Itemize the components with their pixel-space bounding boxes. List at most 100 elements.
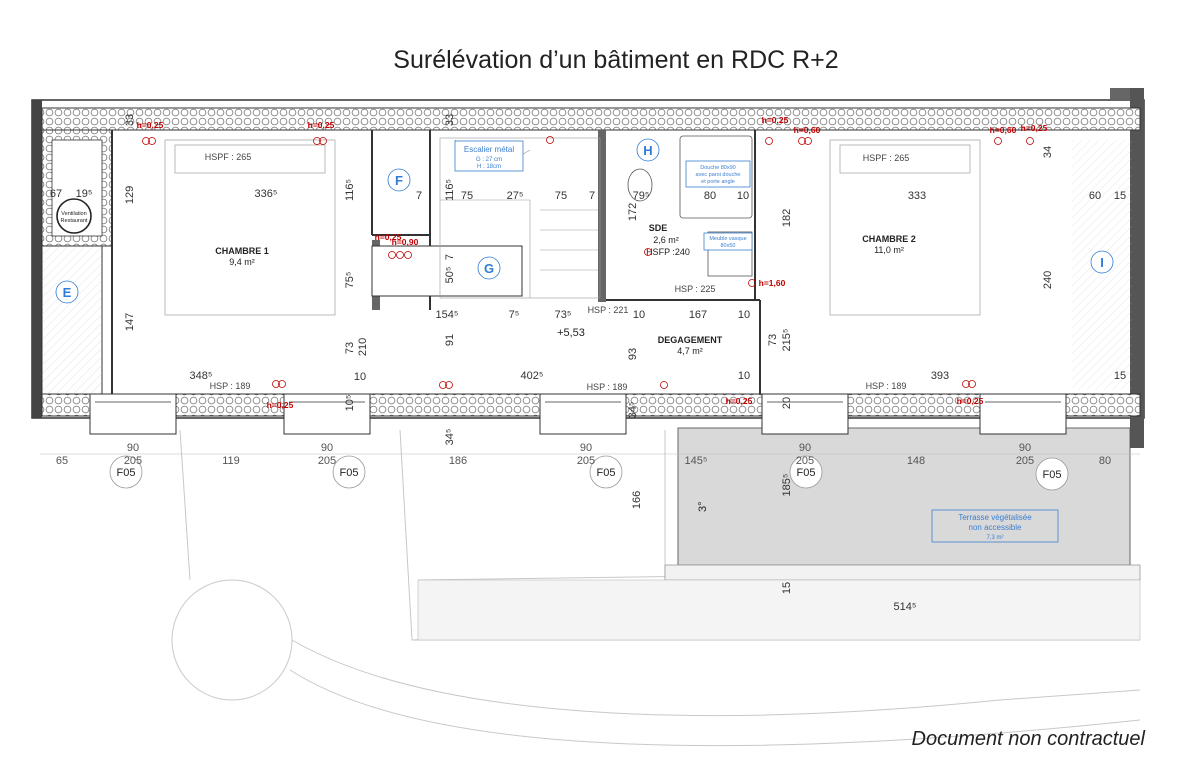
svg-text:148: 148 bbox=[907, 455, 925, 467]
svg-text:80: 80 bbox=[1099, 455, 1111, 467]
svg-text:7,3 m²: 7,3 m² bbox=[986, 535, 1003, 541]
hsp-189-right: HSP : 189 bbox=[866, 381, 907, 391]
svg-text:240: 240 bbox=[1042, 271, 1054, 289]
svg-text:20: 20 bbox=[781, 397, 793, 409]
svg-text:34⁵: 34⁵ bbox=[444, 429, 456, 446]
hsp-189-middle: HSP : 189 bbox=[587, 382, 628, 392]
level-mark: +5,53 bbox=[557, 327, 585, 339]
svg-text:34: 34 bbox=[1042, 146, 1054, 158]
svg-text:167: 167 bbox=[689, 309, 707, 321]
hsp-189-left: HSP : 189 bbox=[210, 381, 251, 391]
svg-text:10: 10 bbox=[737, 190, 749, 202]
window-tag-4: F05 bbox=[797, 467, 816, 479]
svg-text:7⁵: 7⁵ bbox=[509, 309, 520, 321]
slope-mark: 3° bbox=[697, 501, 709, 512]
hspf-chambre-1: HSPF : 265 bbox=[205, 152, 252, 162]
svg-text:h=0,25: h=0,25 bbox=[762, 115, 789, 125]
svg-text:80x50: 80x50 bbox=[721, 243, 736, 249]
svg-text:393: 393 bbox=[931, 370, 949, 382]
svg-text:75: 75 bbox=[461, 190, 473, 202]
terrace-area bbox=[677, 427, 1131, 566]
svg-text:h=0,25: h=0,25 bbox=[726, 396, 753, 406]
vertical-dimensions: 33 33 129 116⁵ 116⁵ 172 182 34 75⁵ 50⁵ 7… bbox=[124, 114, 1054, 594]
window-tag-3: F05 bbox=[597, 467, 616, 479]
marker-f bbox=[387, 168, 411, 192]
svg-text:7: 7 bbox=[444, 254, 456, 260]
svg-text:402⁵: 402⁵ bbox=[521, 370, 544, 382]
svg-text:210: 210 bbox=[357, 338, 369, 356]
svg-text:Meuble vasque: Meuble vasque bbox=[709, 236, 746, 242]
svg-text:50⁵: 50⁵ bbox=[444, 267, 456, 284]
room-degagement-area: 4,7 m² bbox=[677, 346, 703, 356]
svg-text:I: I bbox=[1100, 255, 1104, 270]
svg-text:90: 90 bbox=[580, 442, 592, 454]
svg-text:205: 205 bbox=[124, 455, 142, 467]
svg-text:27⁵: 27⁵ bbox=[507, 190, 524, 202]
bottom-dimensions: 90 90 90 90 90 65 205 119 205 186 205 14… bbox=[56, 442, 1111, 467]
room-sde-area: 2,6 m² bbox=[653, 235, 679, 245]
svg-text:93: 93 bbox=[627, 348, 639, 360]
window-tag-1: F05 bbox=[117, 467, 136, 479]
svg-text:205: 205 bbox=[1016, 455, 1034, 467]
svg-text:E: E bbox=[63, 285, 72, 300]
svg-text:65: 65 bbox=[56, 455, 68, 467]
svg-text:116⁵: 116⁵ bbox=[444, 179, 456, 201]
svg-text:348⁵: 348⁵ bbox=[190, 370, 213, 382]
building-outline bbox=[31, 99, 1145, 419]
svg-text:79⁵: 79⁵ bbox=[633, 190, 650, 202]
svg-text:514⁵: 514⁵ bbox=[894, 601, 917, 613]
markers: E F G H I bbox=[55, 138, 1114, 304]
svg-text:186: 186 bbox=[449, 455, 467, 467]
hsp-225: HSP : 225 bbox=[675, 284, 716, 294]
svg-text:h=0,90: h=0,90 bbox=[392, 237, 419, 247]
svg-text:h=0,25: h=0,25 bbox=[375, 232, 402, 242]
svg-text:Ventilation: Ventilation bbox=[61, 211, 86, 217]
hsp-221: HSP : 221 bbox=[588, 305, 629, 315]
svg-text:h=0,60: h=0,60 bbox=[794, 125, 821, 135]
marker-i bbox=[1090, 250, 1114, 274]
svg-text:33: 33 bbox=[124, 114, 136, 126]
svg-text:90: 90 bbox=[321, 442, 333, 454]
svg-text:75: 75 bbox=[555, 190, 567, 202]
svg-text:145⁵: 145⁵ bbox=[685, 455, 708, 467]
top-wall bbox=[41, 107, 1141, 131]
svg-text:73: 73 bbox=[344, 342, 356, 354]
svg-text:non accessible: non accessible bbox=[969, 523, 1022, 532]
svg-text:336⁵: 336⁵ bbox=[255, 188, 278, 200]
marker-g bbox=[477, 256, 501, 280]
svg-text:205: 205 bbox=[796, 455, 814, 467]
svg-text:H : 18cm: H : 18cm bbox=[477, 164, 501, 170]
svg-text:34⁵: 34⁵ bbox=[627, 402, 639, 419]
stair bbox=[439, 137, 601, 299]
room-sde-hsfp: HSFP :240 bbox=[646, 247, 690, 257]
ventilation-label: Ventilation Restaurant bbox=[56, 198, 92, 234]
svg-text:7: 7 bbox=[589, 190, 595, 202]
room-chambre-2-name: CHAMBRE 2 bbox=[862, 234, 916, 244]
hspf-chambre-2: HSPF : 265 bbox=[863, 153, 910, 163]
svg-text:90: 90 bbox=[127, 442, 139, 454]
room-degagement-name: DEGAGEMENT bbox=[658, 335, 723, 345]
svg-text:h=0,25: h=0,25 bbox=[957, 396, 984, 406]
svg-text:33: 33 bbox=[444, 114, 456, 126]
svg-text:h=0,25: h=0,25 bbox=[1021, 123, 1048, 133]
marker-e bbox=[55, 280, 79, 304]
svg-text:333: 333 bbox=[908, 190, 926, 202]
note-terrasse: Terrasse végétalisée non accessible 7,3 … bbox=[931, 509, 1059, 543]
svg-text:Terrasse végétalisée: Terrasse végétalisée bbox=[958, 513, 1032, 522]
interior-dimensions: 67 19⁵ 336⁵ 7 75 27⁵ 75 7 79⁵ 80 10 333 … bbox=[50, 188, 1126, 613]
svg-text:h=0,25: h=0,25 bbox=[308, 120, 335, 130]
note-douche: Douche 80x90 avec paroi douche et porte … bbox=[685, 160, 751, 188]
svg-text:avec paroi douche: avec paroi douche bbox=[696, 172, 741, 178]
svg-text:73⁵: 73⁵ bbox=[555, 309, 572, 321]
svg-text:Douche 80x90: Douche 80x90 bbox=[700, 165, 735, 171]
svg-text:205: 205 bbox=[577, 455, 595, 467]
svg-text:73: 73 bbox=[767, 334, 779, 346]
svg-text:91: 91 bbox=[444, 334, 456, 346]
svg-text:10: 10 bbox=[738, 309, 750, 321]
svg-text:154⁵: 154⁵ bbox=[436, 309, 459, 321]
svg-text:10: 10 bbox=[354, 371, 366, 383]
svg-text:67: 67 bbox=[50, 188, 62, 200]
svg-text:Escalier métal: Escalier métal bbox=[464, 145, 514, 154]
svg-text:h=0,25: h=0,25 bbox=[137, 120, 164, 130]
svg-text:10: 10 bbox=[633, 309, 645, 321]
